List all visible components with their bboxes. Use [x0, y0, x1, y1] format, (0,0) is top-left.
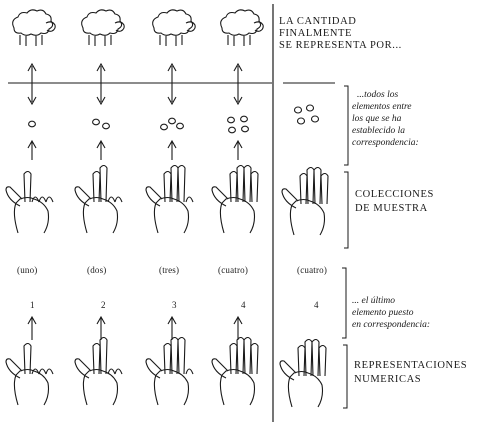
numeric-hand-3 — [146, 338, 193, 406]
note-last-element-line-1: ... el último — [352, 296, 395, 307]
bracket-numeric — [343, 345, 347, 408]
note-correspondence-line-2: elementos entre — [352, 102, 412, 113]
sheep-2 — [82, 10, 125, 46]
arrows-to-digits — [28, 317, 242, 340]
header-line-1: LA CANTIDAD — [279, 16, 356, 27]
number-word-1: (uno) — [17, 265, 38, 275]
sheep-1 — [13, 10, 56, 46]
result-numeric-hand — [280, 340, 326, 408]
sheep-3 — [153, 10, 196, 46]
note-correspondence-line-5: correspondencia: — [352, 138, 419, 149]
header-line-3: SE REPRESENTA POR... — [279, 40, 402, 51]
arrow-up-digit-1 — [28, 317, 36, 340]
numeric-hand-2 — [75, 338, 122, 406]
pebble-group-1 — [29, 121, 36, 127]
pebble-group-3 — [161, 118, 184, 130]
bracket-sample-collections — [344, 172, 348, 248]
numeric-hand-4 — [212, 338, 258, 406]
digit-2: 2 — [101, 300, 106, 310]
numeric-hand-1 — [6, 344, 53, 406]
digit-3: 3 — [172, 300, 177, 310]
bracket-correspondence — [344, 86, 348, 165]
number-word-2: (dos) — [87, 265, 107, 275]
digit-4: 4 — [241, 300, 246, 310]
note-correspondence-line-3: los que se ha — [352, 114, 401, 125]
arrows-to-pebbles — [28, 141, 242, 160]
arrow-up-pebble-1 — [28, 141, 36, 160]
number-word-3: (tres) — [159, 265, 179, 275]
pebble-group-4 — [228, 116, 249, 133]
sample-hand-1 — [6, 172, 53, 234]
sample-hands-row — [6, 166, 328, 236]
result-sample-hand — [282, 168, 328, 236]
note-last-element-line-3: en correspondencia: — [352, 320, 430, 331]
result-word: (cuatro) — [297, 265, 327, 275]
result-pebbles — [288, 102, 334, 130]
sheep-4 — [221, 10, 264, 46]
double-arrows-row — [28, 64, 242, 104]
note-correspondence-line-1: ...todos los — [357, 90, 398, 101]
header-line-2: FINALMENTE — [279, 28, 352, 39]
digit-1: 1 — [30, 300, 35, 310]
double-arrow-1 — [28, 64, 36, 104]
bracket-last-element — [342, 268, 346, 338]
sample-hand-2 — [75, 166, 122, 234]
sample-hand-4 — [212, 166, 258, 234]
note-correspondence-line-4: establecido la — [352, 126, 405, 137]
sheep-row — [13, 10, 264, 46]
arrow-up-digit-3 — [168, 317, 176, 340]
pebble-group-2 — [93, 119, 110, 129]
numeric-representation-line-1: REPRESENTACIONES — [354, 360, 467, 372]
double-arrow-2 — [97, 64, 105, 104]
double-arrow-4 — [234, 64, 242, 104]
arrow-up-digit-2 — [97, 317, 105, 340]
pebbles-row — [29, 116, 249, 133]
arrow-up-pebble-4 — [234, 141, 242, 160]
arrow-up-pebble-2 — [97, 141, 105, 160]
number-word-4: (cuatro) — [218, 265, 248, 275]
note-last-element-line-2: elemento puesto — [352, 308, 413, 319]
numeric-hands-row — [6, 338, 326, 408]
arrow-up-pebble-3 — [168, 141, 176, 160]
double-arrow-3 — [168, 64, 176, 104]
sample-hand-3 — [146, 166, 193, 234]
result-digit: 4 — [314, 300, 319, 310]
numeric-representation-line-2: NUMERICAS — [354, 374, 421, 386]
arrow-up-digit-4 — [234, 317, 242, 340]
sample-collections-line-1: COLECCIONES — [355, 189, 434, 201]
sample-collections-line-2: DE MUESTRA — [355, 203, 428, 215]
